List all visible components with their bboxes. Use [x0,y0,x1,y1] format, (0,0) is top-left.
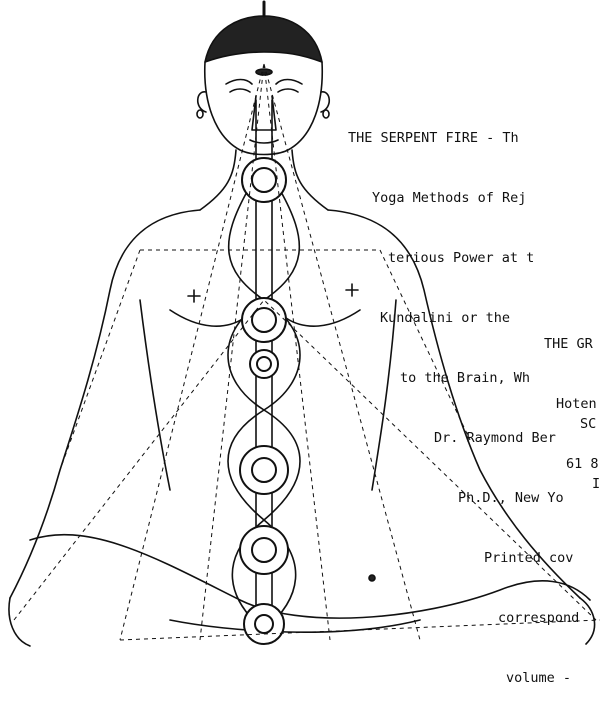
third-eye [256,69,272,75]
neck-left [200,150,236,210]
description-line-2: Yoga Methods of Rej [372,188,579,208]
right-ear [321,92,329,112]
description-line-10: volume - [506,668,579,688]
address-line-1: THE GR [544,334,599,354]
description-line-8: Printed cov [484,548,579,568]
hair-crown [205,16,322,62]
description-line-9: correspond [498,608,579,628]
description-line-1: THE SERPENT FIRE - Th [348,128,579,148]
closing-line-2: I [592,474,600,494]
closing-text: SC I [580,374,600,514]
left-ear [198,92,206,112]
closing-line-1: SC [580,414,600,434]
head-outline [205,62,322,155]
neck-right [292,150,328,210]
description-line-3: terious Power at t [388,248,579,268]
torso-left [140,300,170,490]
